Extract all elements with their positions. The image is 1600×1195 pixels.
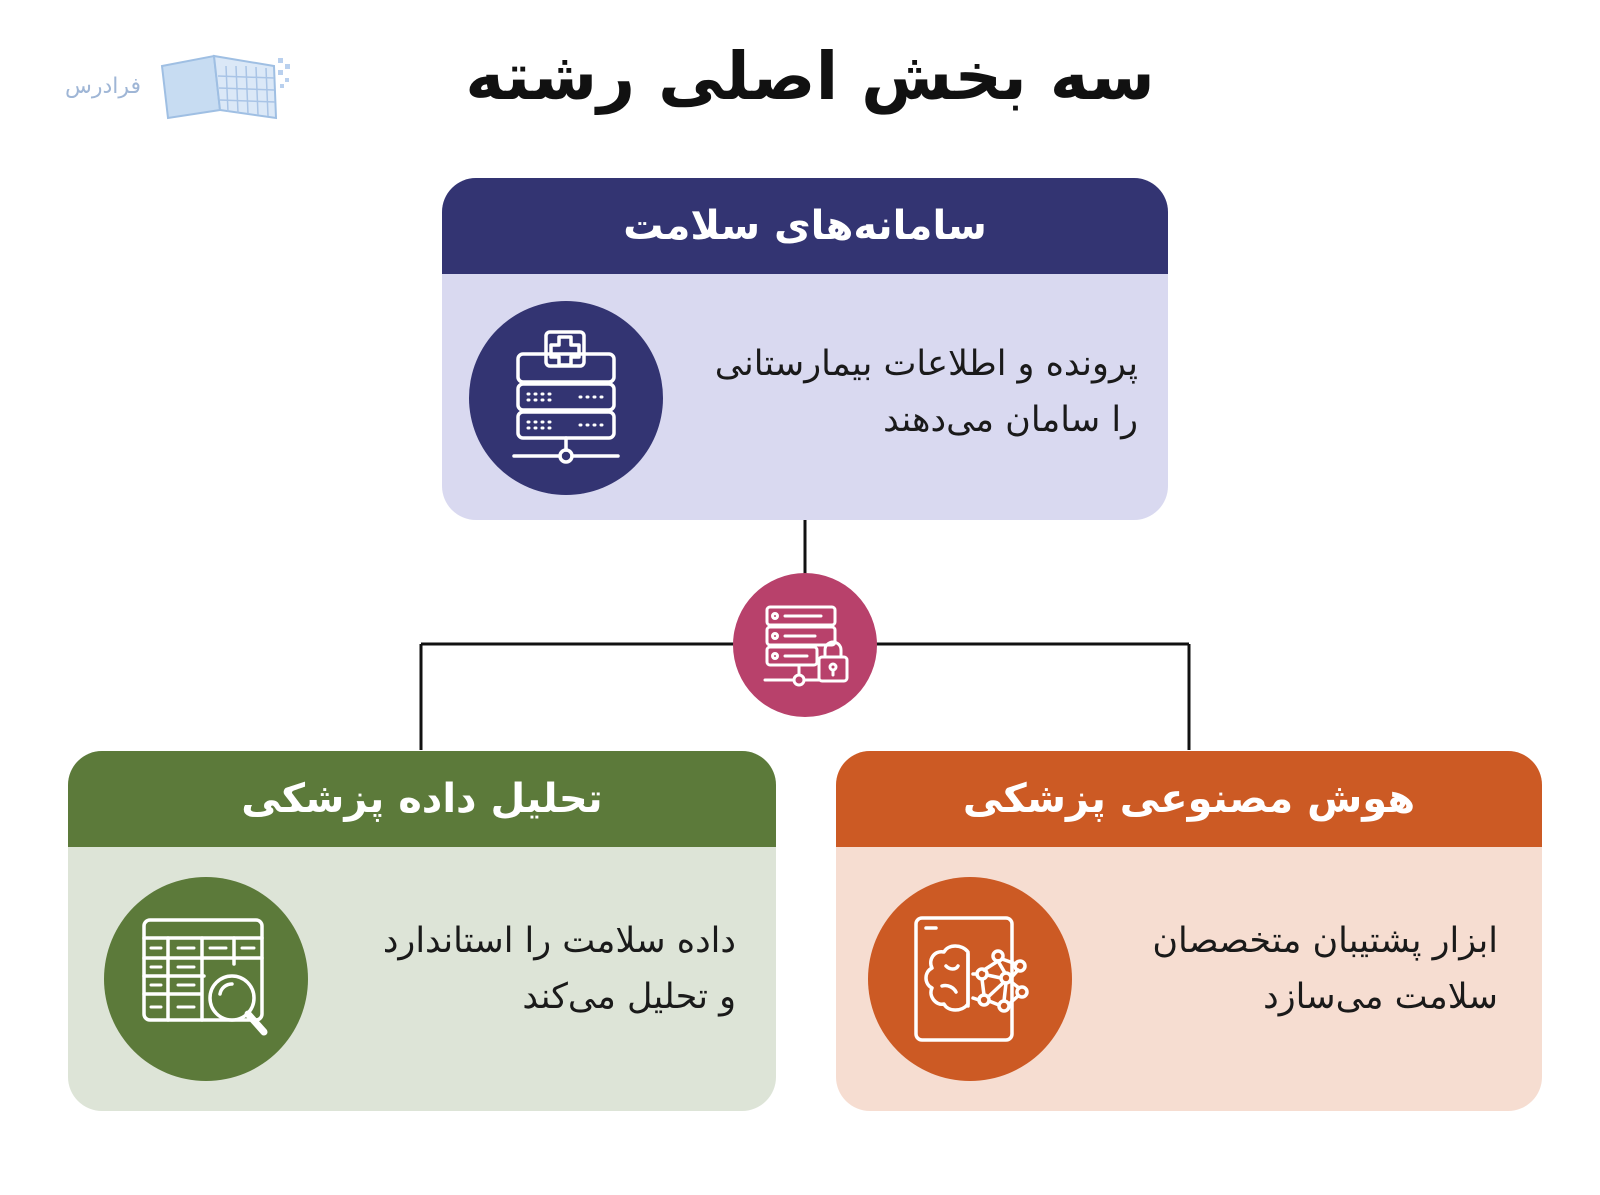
card-header: سامانه‌های سلامت bbox=[442, 178, 1168, 274]
description-line-2: را سامان می‌دهند bbox=[883, 400, 1138, 440]
icon-circle bbox=[469, 301, 663, 495]
medical-server-icon bbox=[512, 330, 620, 464]
card-description: پرونده و اطلاعات بیمارستانی را سامان می‌… bbox=[688, 336, 1138, 448]
server-lock-icon bbox=[763, 605, 849, 687]
icon-circle bbox=[868, 877, 1072, 1081]
hub-circle bbox=[733, 573, 877, 717]
description-line-2: و تحلیل می‌کند bbox=[522, 977, 736, 1017]
card-body: داده سلامت را استاندارد و تحلیل می‌کند bbox=[68, 847, 776, 1111]
description-line-1: ابزار پشتیبان متخصصان bbox=[1152, 921, 1498, 961]
card-description: داده سلامت را استاندارد و تحلیل می‌کند bbox=[316, 913, 736, 1025]
description-line-2: سلامت می‌سازد bbox=[1263, 977, 1498, 1017]
card-title: سامانه‌های سلامت bbox=[623, 203, 987, 249]
ai-brain-tablet-icon bbox=[914, 916, 1029, 1042]
description-line-1: پرونده و اطلاعات بیمارستانی bbox=[714, 344, 1138, 384]
page-title: سه بخش اصلی رشته bbox=[465, 38, 1155, 115]
card-medical-ai: هوش مصنوعی پزشکی bbox=[836, 751, 1542, 1111]
open-book-logo-icon bbox=[160, 54, 290, 120]
faradars-logo: فرادرس bbox=[52, 52, 292, 124]
card-header: تحلیل داده پزشکی bbox=[68, 751, 776, 847]
spreadsheet-search-icon bbox=[142, 918, 268, 1036]
card-medical-data-analysis: تحلیل داده پزشکی bbox=[68, 751, 776, 1111]
description-line-1: داده سلامت را استاندارد bbox=[382, 921, 736, 961]
card-health-systems: سامانه‌های سلامت پرونده و اطلاعات بی bbox=[442, 178, 1168, 520]
icon-circle bbox=[104, 877, 308, 1081]
card-body: پرونده و اطلاعات بیمارستانی را سامان می‌… bbox=[442, 274, 1168, 520]
card-header: هوش مصنوعی پزشکی bbox=[836, 751, 1542, 847]
card-title: تحلیل داده پزشکی bbox=[241, 776, 603, 822]
card-body: ابزار پشتیبان متخصصان سلامت می‌سازد bbox=[836, 847, 1542, 1111]
card-title: هوش مصنوعی پزشکی bbox=[962, 776, 1416, 822]
logo-text: فرادرس bbox=[64, 74, 142, 99]
card-description: ابزار پشتیبان متخصصان سلامت می‌سازد bbox=[1078, 913, 1498, 1025]
